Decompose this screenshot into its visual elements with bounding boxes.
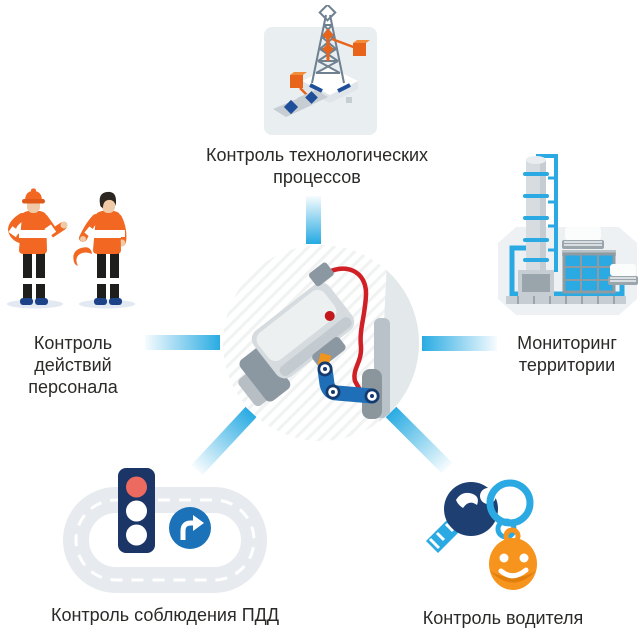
- car-keys-icon: [426, 479, 537, 590]
- connector-left: [145, 335, 220, 350]
- camera-cable: [320, 266, 369, 393]
- arm-joints: [317, 361, 380, 404]
- traffic-light-road-icon: [63, 468, 267, 593]
- connector-right: [422, 336, 497, 351]
- workers-icon: [7, 188, 135, 309]
- drilling-rig-icon: [263, 5, 377, 135]
- node-process-control: Контроль технологических процессов: [157, 5, 477, 189]
- connector-top: [306, 196, 321, 244]
- node-label-territory-monitoring: Мониторинг территории: [517, 333, 617, 375]
- center-camera-node: [221, 243, 421, 443]
- cctv-camera-icon: [223, 245, 419, 441]
- node-label-personnel-control: Контроль действий персонала: [28, 333, 118, 397]
- camera-led: [324, 310, 335, 321]
- camera-body: [238, 262, 355, 407]
- node-personnel-control: Контроль действий персонала: [2, 182, 144, 399]
- node-traffic-rules-control: Контроль соблюдения ПДД: [48, 460, 282, 627]
- node-label-traffic-rules-control: Контроль соблюдения ПДД: [50, 605, 280, 625]
- industrial-plant-icon: [498, 154, 638, 315]
- node-label-driver-control: Контроль водителя: [422, 608, 584, 628]
- node-driver-control: Контроль водителя: [408, 470, 598, 630]
- node-territory-monitoring: Мониторинг территории: [492, 150, 640, 377]
- node-label-process-control: Контроль технологических процессов: [205, 145, 429, 187]
